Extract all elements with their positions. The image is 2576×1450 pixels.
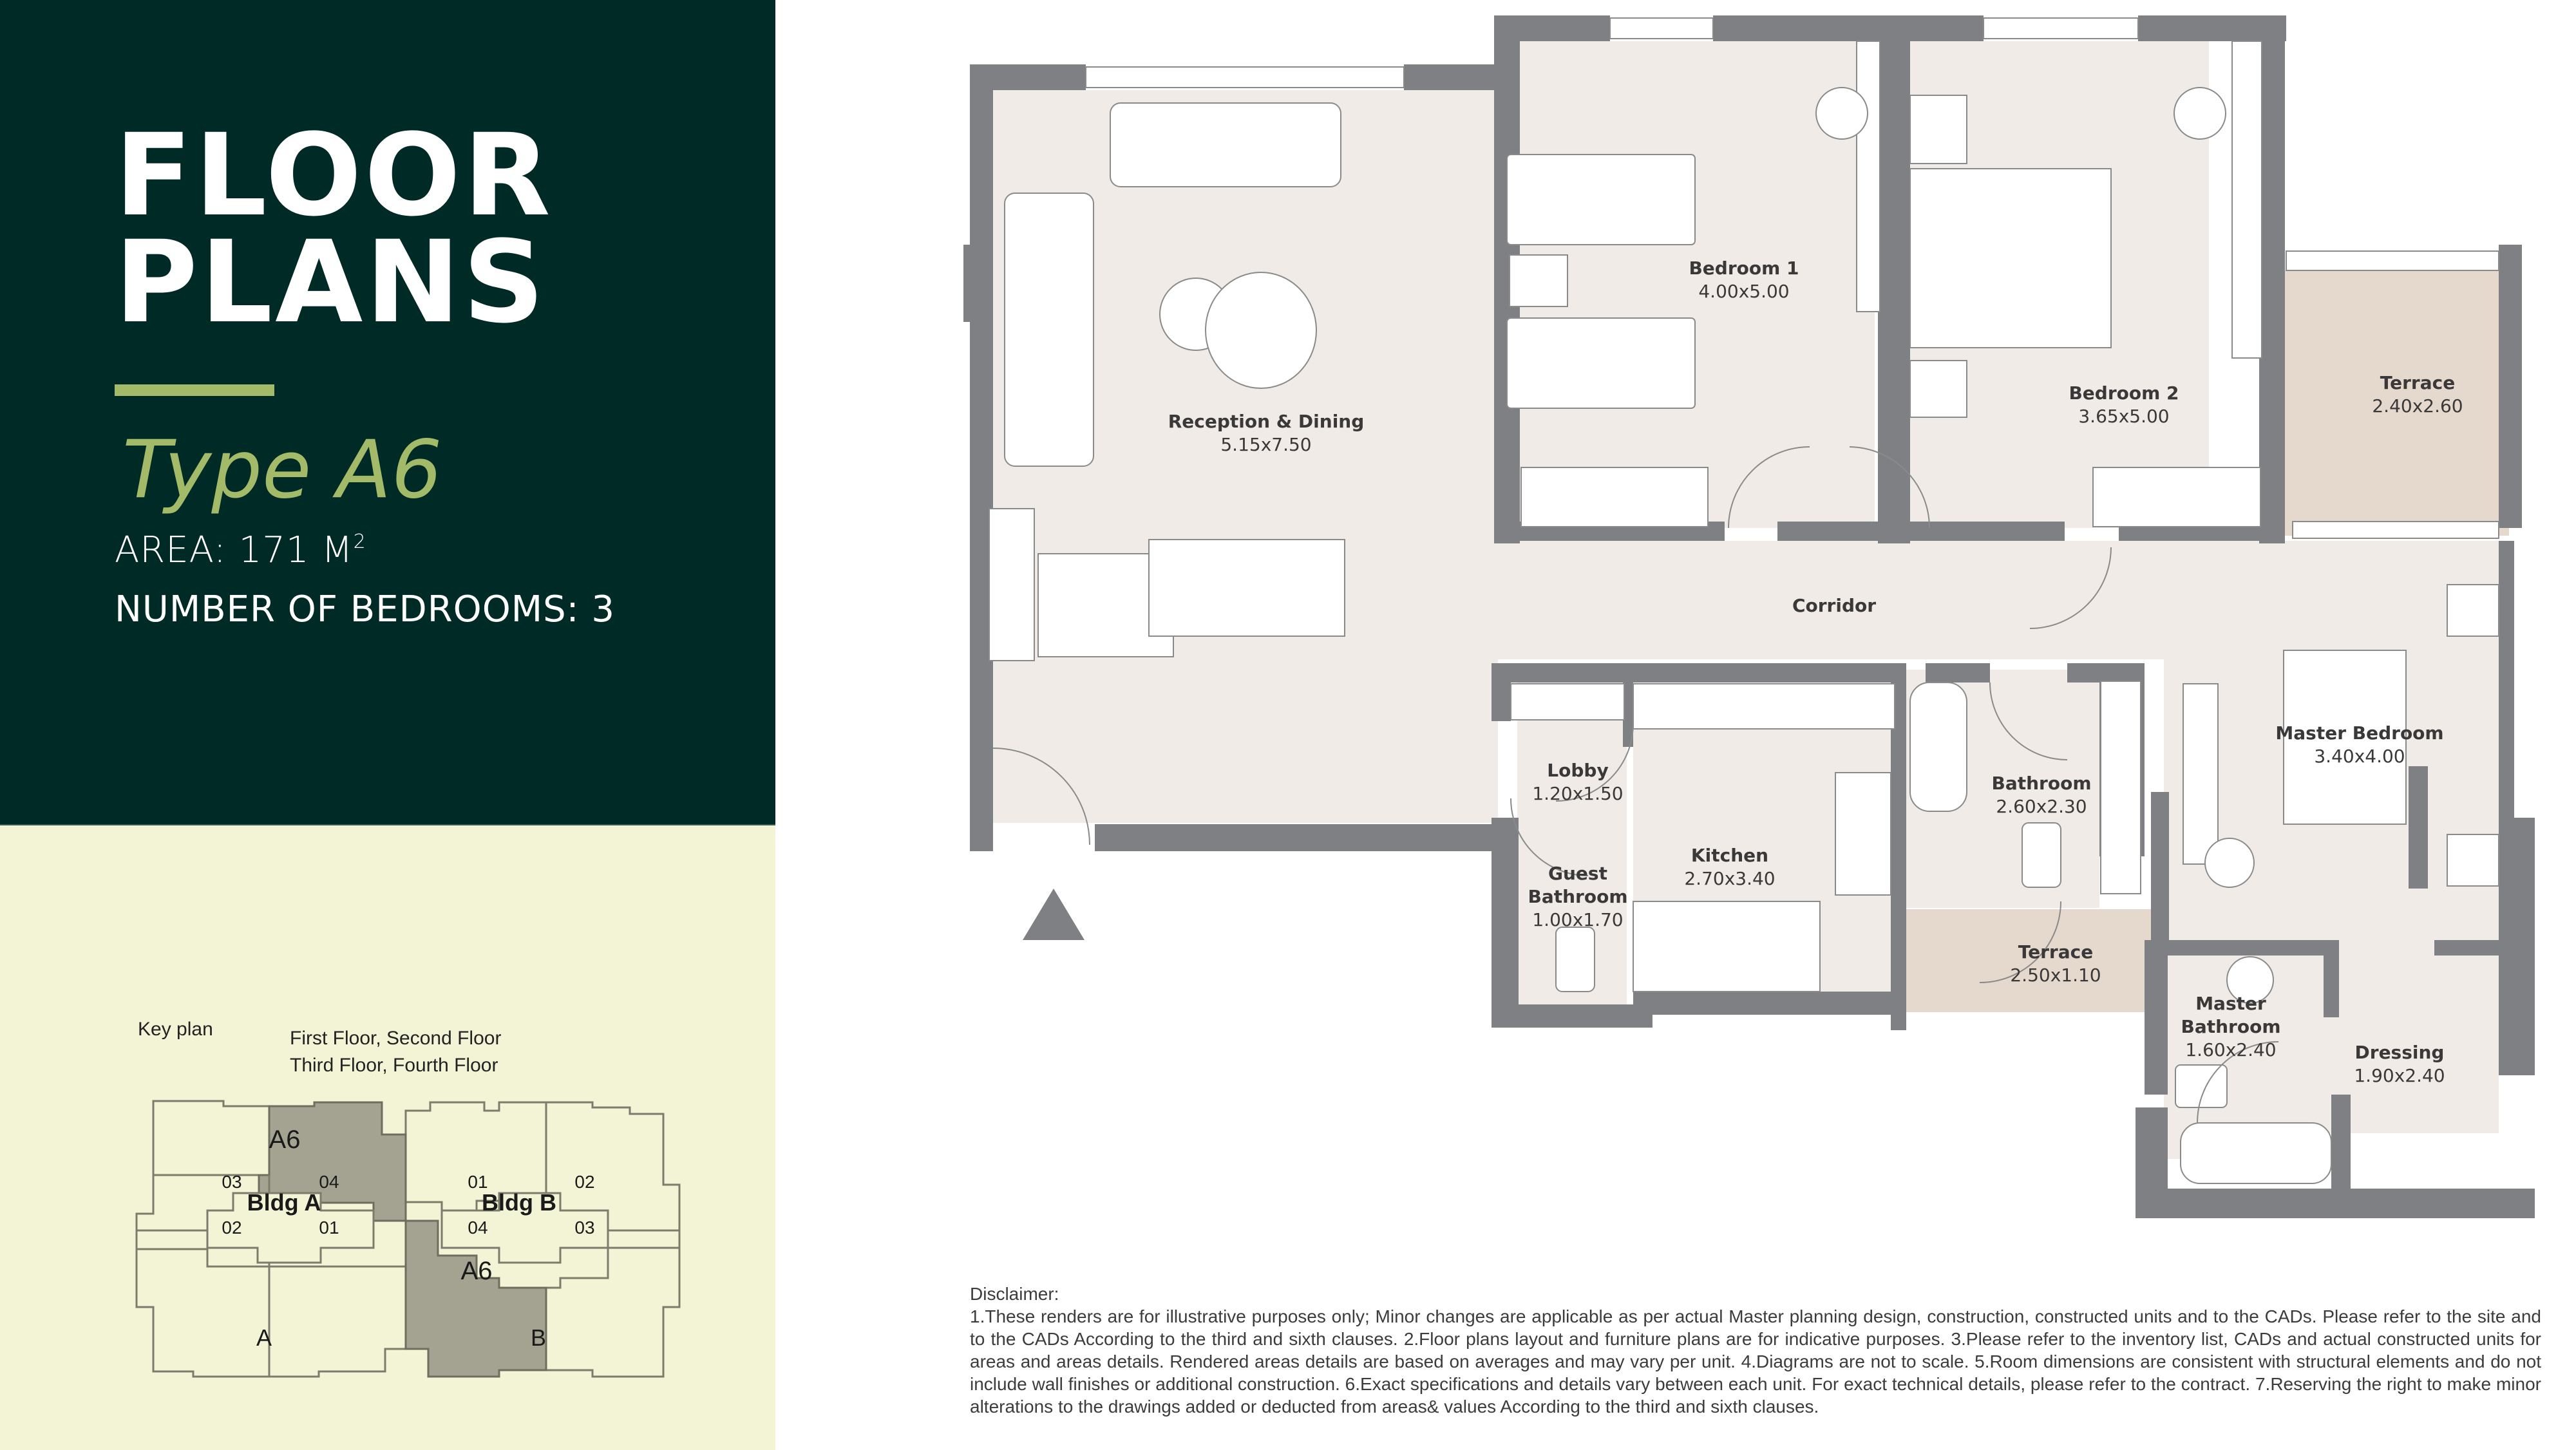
room-label-master-bathroom-1: Master	[2195, 993, 2266, 1014]
room-dims-lobby: 1.20x1.50	[1532, 783, 1623, 804]
furniture	[989, 41, 2499, 1184]
svg-text:04: 04	[468, 1218, 488, 1238]
room-label-kitchen: Kitchen	[1691, 845, 1768, 866]
room-label-master-bedroom: Master Bedroom	[2275, 722, 2443, 744]
page-title: FLOOR PLANS	[115, 109, 553, 348]
room-label-reception: Reception & Dining	[1168, 411, 1365, 432]
key-plan-floors: First Floor, Second Floor Third Floor, F…	[290, 1025, 501, 1079]
svg-text:03: 03	[574, 1218, 594, 1238]
room-dims-terrace-2: 2.50x1.10	[2010, 965, 2101, 986]
unit-type: Type A6	[122, 424, 442, 516]
svg-text:A: A	[256, 1324, 272, 1351]
room-dims-bedroom-1: 4.00x5.00	[1698, 281, 1789, 302]
room-dims-guest-bathroom: 1.00x1.70	[1532, 909, 1623, 930]
key-plan-diagram: A6 A6 03 04 02 01 Bldg A 01 02 04 03 Bld…	[135, 1100, 681, 1378]
disclaimer-text: 1.These renders are for illustrative pur…	[970, 1306, 2541, 1417]
svg-text:04: 04	[319, 1172, 339, 1192]
room-label-bedroom-2: Bedroom 2	[2069, 382, 2179, 404]
room-label-bedroom-1: Bedroom 1	[1689, 258, 1799, 279]
accent-divider	[115, 384, 274, 396]
svg-text:01: 01	[468, 1172, 488, 1192]
windows	[1085, 17, 2499, 539]
key-plan-label: Key plan	[138, 1019, 213, 1040]
room-dims-master-bedroom: 3.40x4.00	[2314, 746, 2405, 767]
area-text: AREA: 171 M	[115, 529, 354, 571]
doors	[992, 446, 2279, 1124]
svg-text:02: 02	[574, 1172, 594, 1192]
room-dims-kitchen: 2.70x3.40	[1684, 868, 1775, 889]
room-label-guest-bathroom-2: Bathroom	[1528, 886, 1627, 907]
svg-text:02: 02	[222, 1218, 242, 1238]
terrace-2-floor	[1906, 909, 2151, 1012]
keyplan-a6-bottom: A6	[461, 1257, 493, 1285]
area-unit-sup: 2	[353, 531, 366, 553]
room-dims-terrace-1: 2.40x2.60	[2372, 395, 2463, 417]
room-label-corridor: Corridor	[1792, 595, 1876, 616]
floors-line-1: First Floor, Second Floor	[290, 1028, 502, 1049]
room-label-terrace-1: Terrace	[2380, 372, 2455, 393]
disclaimer: Disclaimer: 1.These renders are for illu…	[970, 1283, 2541, 1418]
room-dims-reception: 5.15x7.50	[1220, 434, 1311, 455]
svg-text:Bldg A: Bldg A	[247, 1189, 321, 1216]
room-labels: Reception & Dining 5.15x7.50 Bedroom 1 4…	[1168, 258, 2463, 1086]
room-dims-bedroom-2: 3.65x5.00	[2078, 406, 2169, 427]
svg-text:03: 03	[222, 1172, 242, 1192]
terrace-1-floor	[2277, 270, 2509, 536]
room-dims-master-bathroom: 1.60x2.40	[2185, 1039, 2276, 1060]
info-panel: FLOOR PLANS Type A6 AREA: 171 M2 NUMBER …	[0, 0, 775, 1450]
svg-text:01: 01	[319, 1218, 339, 1238]
room-label-guest-bathroom-1: Guest	[1548, 863, 1607, 884]
room-label-bathroom: Bathroom	[1991, 773, 2091, 794]
svg-text:Bldg B: Bldg B	[482, 1189, 556, 1216]
room-label-master-bathroom-2: Bathroom	[2181, 1016, 2280, 1037]
area-info: AREA: 171 M2	[115, 529, 366, 571]
hero-section: FLOOR PLANS Type A6 AREA: 171 M2 NUMBER …	[0, 0, 775, 824]
title-line-1: FLOOR	[115, 109, 553, 241]
room-dims-dressing: 1.90x2.40	[2354, 1065, 2445, 1086]
room-label-lobby: Lobby	[1547, 760, 1608, 781]
keyplan-a6-top: A6	[269, 1125, 301, 1154]
north-arrow-icon	[1023, 889, 1084, 940]
room-label-dressing: Dressing	[2355, 1042, 2445, 1063]
title-line-2: PLANS	[115, 216, 547, 348]
disclaimer-title: Disclaimer:	[970, 1284, 1059, 1304]
svg-text:B: B	[531, 1324, 546, 1351]
floors-line-2: Third Floor, Fourth Floor	[290, 1055, 498, 1076]
room-dims-bathroom: 2.60x2.30	[1996, 796, 2087, 817]
bedrooms-info: NUMBER OF BEDROOMS: 3	[115, 588, 615, 630]
room-label-terrace-2: Terrace	[2018, 941, 2093, 963]
